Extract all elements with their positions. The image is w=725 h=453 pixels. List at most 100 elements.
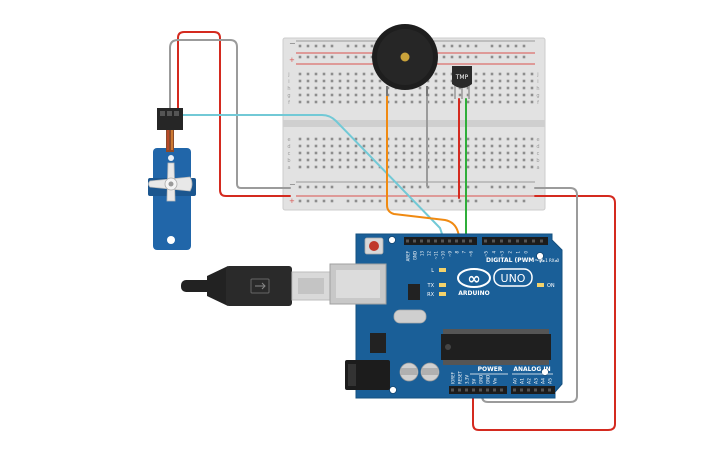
breadboard-hole bbox=[506, 86, 510, 90]
header-pin[interactable] bbox=[541, 388, 544, 392]
top-header-label: ~11 bbox=[434, 251, 439, 260]
breadboard-hole bbox=[434, 144, 438, 148]
row-letter: e bbox=[536, 137, 539, 143]
row-letter: h bbox=[287, 86, 290, 92]
breadboard-hole bbox=[402, 144, 406, 148]
header-pin[interactable] bbox=[465, 388, 468, 392]
rail-hole bbox=[506, 55, 510, 59]
rail-hole bbox=[498, 55, 502, 59]
header-pin[interactable] bbox=[427, 239, 430, 243]
breadboard-hole bbox=[370, 158, 374, 162]
breadboard-hole bbox=[466, 165, 470, 169]
header-pin[interactable] bbox=[441, 239, 444, 243]
rail-hole bbox=[378, 185, 382, 189]
rail-hole bbox=[298, 199, 302, 203]
header-pin[interactable] bbox=[520, 388, 523, 392]
rail-hole bbox=[362, 185, 366, 189]
breadboard-hole bbox=[394, 158, 398, 162]
breadboard-hole bbox=[330, 158, 334, 162]
header-pin[interactable] bbox=[455, 239, 458, 243]
breadboard-hole bbox=[394, 151, 398, 155]
header-pin[interactable] bbox=[527, 388, 530, 392]
row-letter: h bbox=[536, 86, 539, 92]
header-pin[interactable] bbox=[484, 239, 487, 243]
header-pin[interactable] bbox=[420, 239, 423, 243]
breadboard-hole bbox=[490, 79, 494, 83]
header-pin[interactable] bbox=[500, 239, 503, 243]
breadboard-hole bbox=[498, 165, 502, 169]
breadboard-hole bbox=[466, 100, 470, 104]
row-letter: d bbox=[536, 144, 539, 150]
breadboard-hole bbox=[490, 137, 494, 141]
header-pin[interactable] bbox=[524, 239, 527, 243]
header-pin[interactable] bbox=[462, 239, 465, 243]
breadboard-hole bbox=[498, 79, 502, 83]
rail-hole bbox=[298, 44, 302, 48]
top-header-label: 7 bbox=[462, 251, 467, 254]
header-pin[interactable] bbox=[406, 239, 409, 243]
top-header-label: ~3 bbox=[500, 251, 505, 257]
header-pin[interactable] bbox=[532, 239, 535, 243]
breadboard-hole bbox=[498, 151, 502, 155]
header-pin[interactable] bbox=[540, 239, 543, 243]
led-l bbox=[439, 268, 446, 272]
breadboard-hole bbox=[442, 93, 446, 97]
header-pin[interactable] bbox=[508, 239, 511, 243]
header-pin[interactable] bbox=[486, 388, 489, 392]
breadboard-hole bbox=[306, 165, 310, 169]
breadboard-hole bbox=[298, 158, 302, 162]
header-pin[interactable] bbox=[479, 388, 482, 392]
breadboard-hole bbox=[522, 144, 526, 148]
breadboard-hole bbox=[482, 72, 486, 76]
header-pin[interactable] bbox=[516, 239, 519, 243]
analog-pin-label: A3 bbox=[534, 378, 540, 384]
rail-hole bbox=[490, 44, 494, 48]
on-label: ON bbox=[547, 283, 555, 289]
header-pin[interactable] bbox=[548, 388, 551, 392]
breadboard-hole bbox=[346, 137, 350, 141]
breadboard-hole bbox=[338, 72, 342, 76]
breadboard-hole bbox=[322, 137, 326, 141]
rail-hole bbox=[466, 199, 470, 203]
breadboard-hole bbox=[482, 100, 486, 104]
header-pin[interactable] bbox=[534, 388, 537, 392]
header-pin[interactable] bbox=[500, 388, 503, 392]
breadboard-hole bbox=[410, 158, 414, 162]
rail-hole bbox=[498, 44, 502, 48]
header-pin[interactable] bbox=[469, 239, 472, 243]
breadboard-hole bbox=[466, 158, 470, 162]
rail-hole bbox=[522, 55, 526, 59]
rail-hole bbox=[490, 199, 494, 203]
sensor-label: TMP bbox=[455, 74, 469, 81]
breadboard-holes bbox=[298, 44, 534, 203]
header-pin[interactable] bbox=[458, 388, 461, 392]
rail-hole bbox=[498, 185, 502, 189]
breadboard-hole bbox=[514, 72, 518, 76]
breadboard-hole bbox=[378, 100, 382, 104]
breadboard-hole bbox=[394, 93, 398, 97]
breadboard-hole bbox=[338, 93, 342, 97]
header-pin[interactable] bbox=[413, 239, 416, 243]
digital-label: DIGITAL (PWM~) bbox=[486, 257, 542, 264]
rail-hole bbox=[442, 185, 446, 189]
header-pin[interactable] bbox=[448, 239, 451, 243]
top-header-label: 8 bbox=[455, 251, 460, 254]
header-pin[interactable] bbox=[492, 239, 495, 243]
rail-hole bbox=[362, 199, 366, 203]
rail-hole bbox=[330, 55, 334, 59]
header-pin[interactable] bbox=[451, 388, 454, 392]
breadboard-hole bbox=[338, 151, 342, 155]
breadboard-hole bbox=[314, 151, 318, 155]
breadboard-hole bbox=[402, 93, 406, 97]
breadboard-hole bbox=[514, 86, 518, 90]
header-pin[interactable] bbox=[472, 388, 475, 392]
breadboard-hole bbox=[434, 72, 438, 76]
rail-hole bbox=[354, 199, 358, 203]
header-pin[interactable] bbox=[493, 388, 496, 392]
breadboard-hole bbox=[418, 158, 422, 162]
header-pin[interactable] bbox=[434, 239, 437, 243]
header-pin[interactable] bbox=[513, 388, 516, 392]
row-letter: a bbox=[536, 165, 539, 171]
